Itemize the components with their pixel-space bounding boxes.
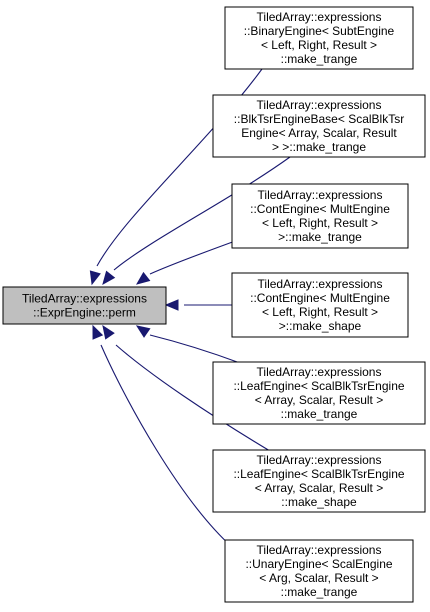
arrowhead-1 (89, 270, 101, 286)
nodes-layer: TiledArray::expressions::ExprEngine::per… (2, 6, 426, 603)
caller-node-5-box (212, 361, 426, 425)
caller-node-5-label-line: ::make_trange (281, 407, 358, 421)
arrowhead-4 (164, 299, 179, 311)
focus-node-exprengine-perm-label-line: ::ExprEngine::perm (33, 306, 136, 320)
caller-node-3-label-line: ::ContEngine< MultEngine (250, 202, 390, 216)
caller-node-4[interactable]: TiledArray::expressions::ContEngine< Mul… (231, 272, 409, 338)
caller-node-4-label-line: < Left, Right, Result > (262, 305, 378, 319)
arrowhead-5 (135, 325, 151, 338)
caller-node-7-label-line: ::make_trange (281, 585, 358, 599)
edge-caller-6 (115, 344, 271, 452)
caller-node-4-label-line: >::make_shape (279, 319, 362, 333)
caller-node-1-label-line: < Left, Right, Result > (261, 38, 377, 52)
arrowhead-6 (102, 324, 115, 340)
caller-node-2-label-line: ::BlkTsrEngineBase< ScalBlkTsr (234, 112, 404, 126)
focus-node-exprengine-perm[interactable]: TiledArray::expressions::ExprEngine::per… (2, 286, 167, 325)
caller-node-2[interactable]: TiledArray::expressions::BlkTsrEngineBas… (212, 94, 426, 158)
caller-node-2-label-line: Engine< Array, Scalar, Result (241, 126, 397, 140)
caller-node-3-label-line: >::make_trange (278, 230, 362, 244)
edges-layer (89, 68, 291, 548)
caller-node-2-box (212, 94, 426, 158)
arrowhead-3 (135, 271, 151, 285)
caller-node-1-label-line: ::make_trange (281, 52, 358, 66)
focus-node-exprengine-perm-box (2, 286, 167, 325)
caller-node-4-label-line: TiledArray::expressions (258, 277, 383, 291)
caller-node-6-label-line: ::make_shape (281, 495, 357, 509)
caller-node-3-box (231, 183, 409, 249)
caller-node-3-label-line: TiledArray::expressions (258, 188, 383, 202)
caller-node-5-label-line: < Array, Scalar, Result > (255, 393, 384, 407)
caller-node-2-label-line: TiledArray::expressions (257, 98, 382, 112)
caller-node-5-label-line: ::LeafEngine< ScalBlkTsrEngine (233, 379, 404, 393)
caller-node-7[interactable]: TiledArray::expressions::UnaryEngine< Sc… (224, 539, 414, 603)
arrowhead-2 (102, 270, 116, 286)
caller-node-7-box (224, 539, 414, 603)
focus-node-exprengine-perm-label-line: TiledArray::expressions (22, 292, 147, 306)
caller-node-7-label-line: < Arg, Scalar, Result > (259, 571, 378, 585)
caller-node-3-label-line: < Left, Right, Result > (262, 216, 378, 230)
caller-node-5-label-line: TiledArray::expressions (257, 365, 382, 379)
caller-node-5[interactable]: TiledArray::expressions::LeafEngine< Sca… (212, 361, 426, 425)
caller-node-1-label-line: ::BinaryEngine< SubtEngine (244, 24, 395, 38)
edge-caller-3 (149, 239, 239, 275)
caller-node-4-label-line: ::ContEngine< MultEngine (250, 291, 390, 305)
edge-caller-7 (100, 344, 233, 548)
caller-node-4-box (231, 272, 409, 338)
caller-node-1[interactable]: TiledArray::expressions::BinaryEngine< S… (224, 6, 414, 70)
caller-node-6-label-line: ::LeafEngine< ScalBlkTsrEngine (233, 467, 404, 481)
edge-caller-5 (149, 334, 241, 364)
caller-node-6-box (212, 449, 426, 513)
caller-node-6[interactable]: TiledArray::expressions::LeafEngine< Sca… (212, 449, 426, 513)
caller-node-2-label-line: > >::make_trange (272, 140, 366, 154)
caller-node-7-label-line: TiledArray::expressions (257, 543, 382, 557)
edge-caller-2 (113, 156, 291, 271)
arrowhead-7 (92, 324, 104, 340)
caller-node-6-label-line: TiledArray::expressions (257, 453, 382, 467)
caller-node-1-box (224, 6, 414, 70)
caller-node-7-label-line: ::UnaryEngine< ScalEngine (245, 557, 392, 571)
caller-node-6-label-line: < Array, Scalar, Result > (255, 481, 384, 495)
caller-node-1-label-line: TiledArray::expressions (257, 10, 382, 24)
caller-node-3[interactable]: TiledArray::expressions::ContEngine< Mul… (231, 183, 409, 249)
